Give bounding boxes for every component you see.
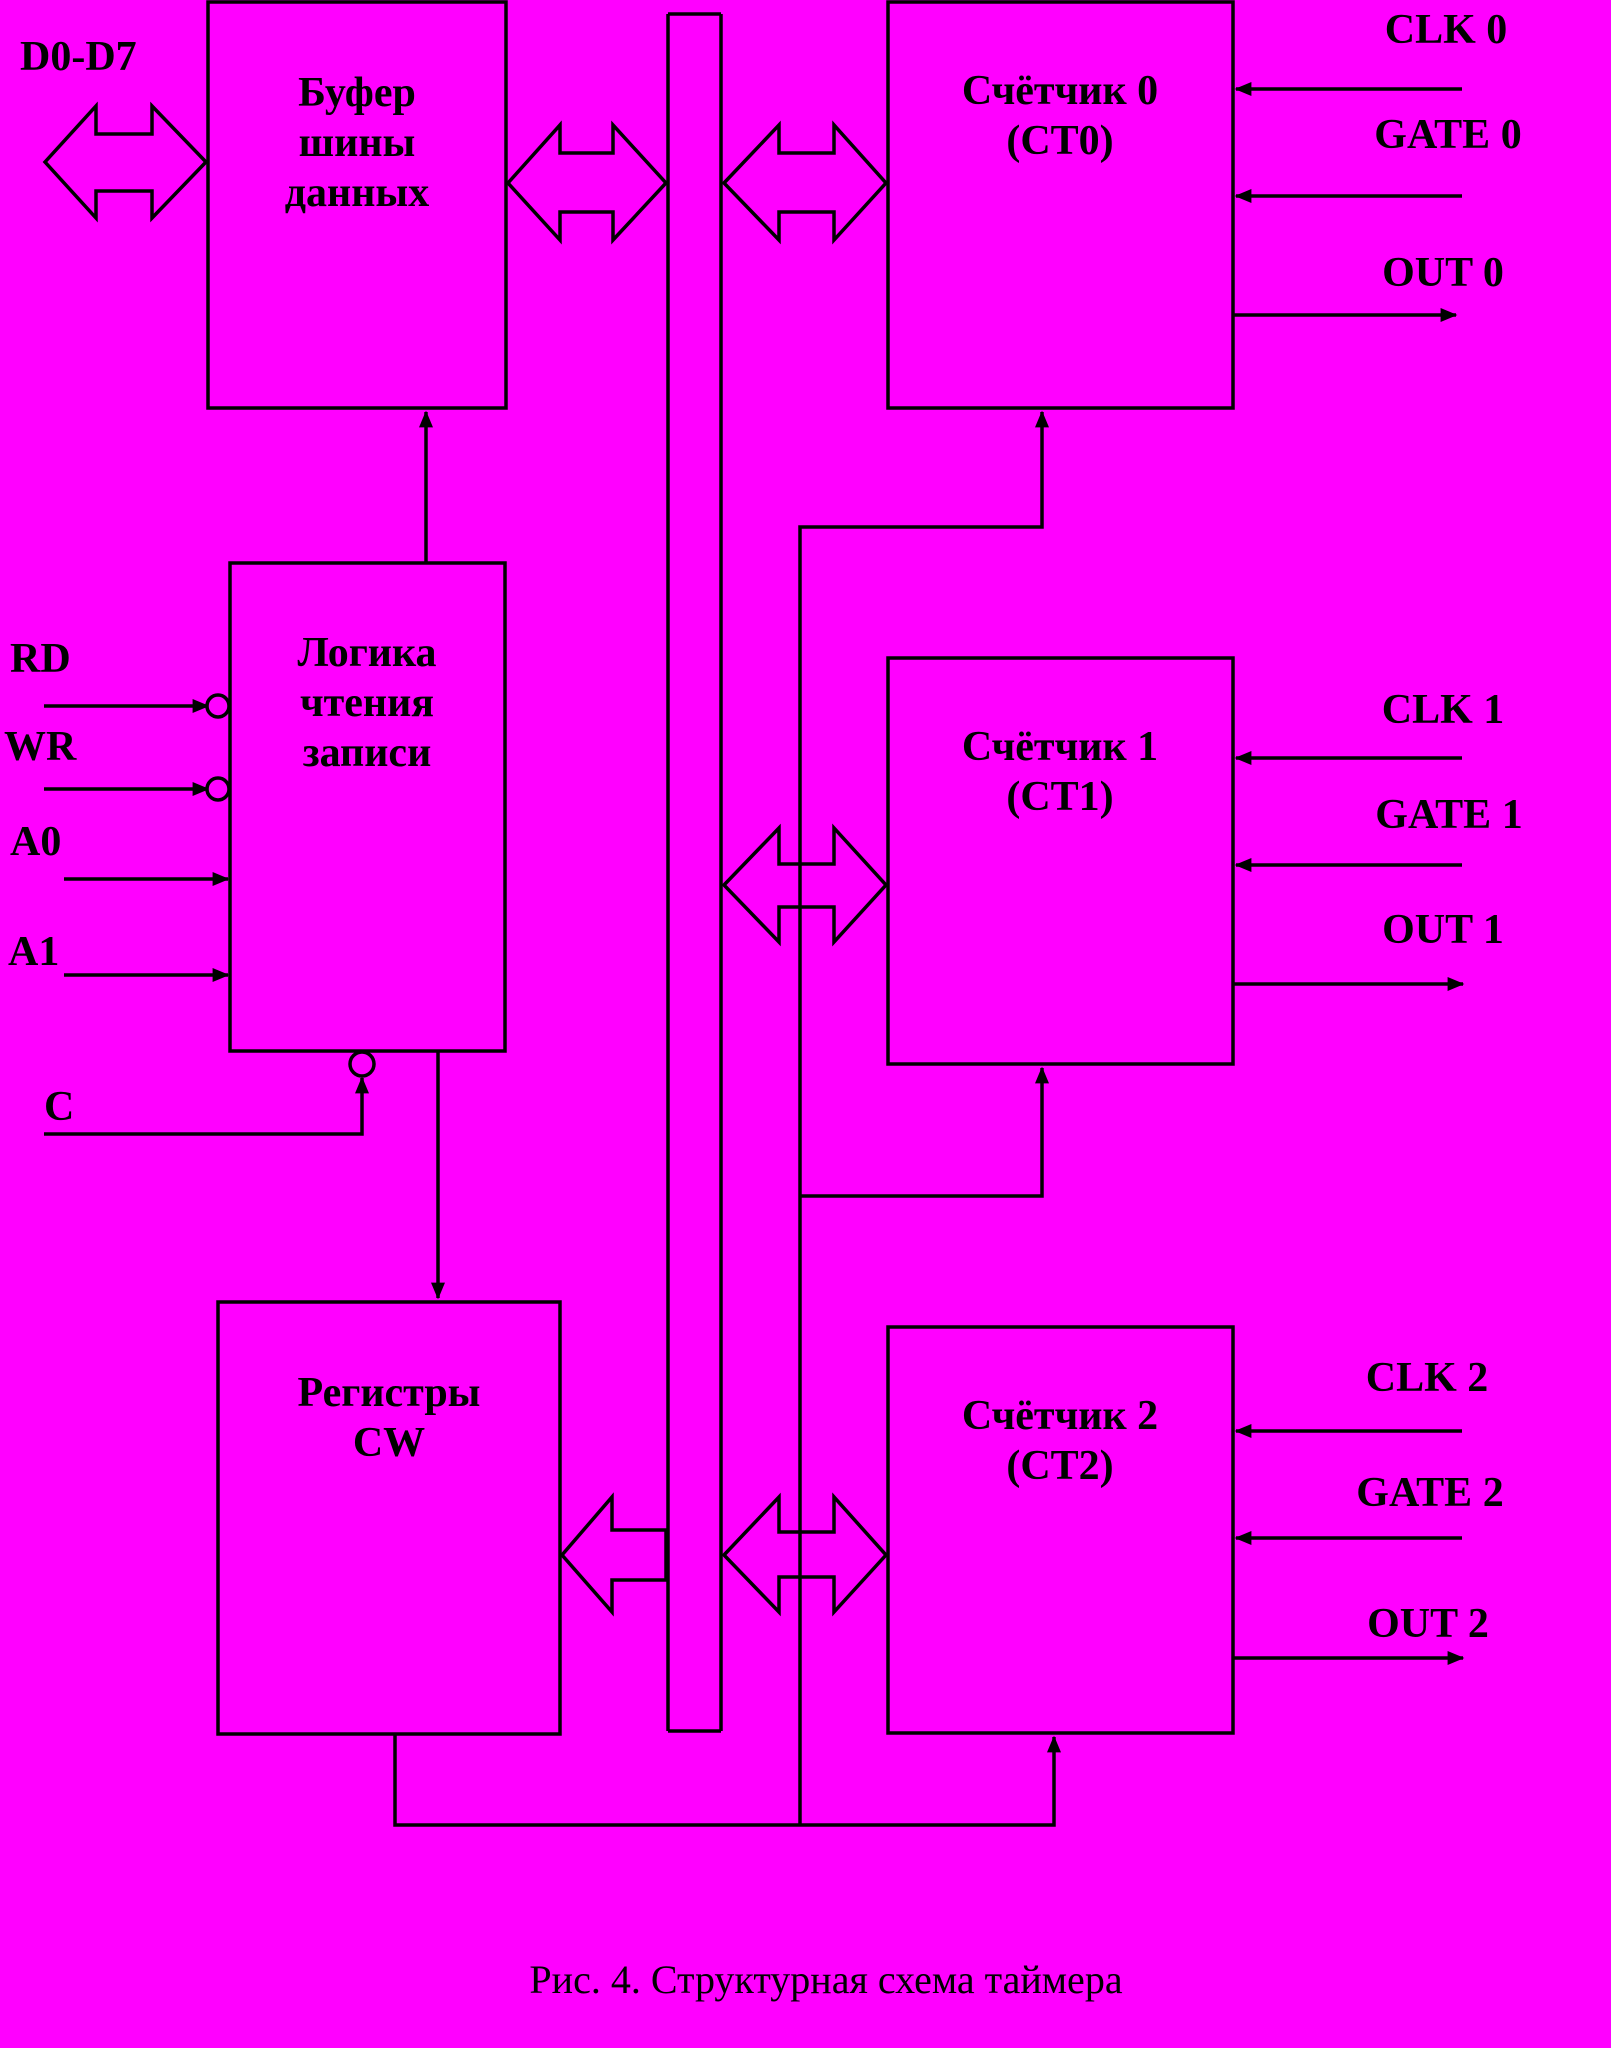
counter2-label-2: (СТ2) <box>1006 1443 1113 1489</box>
d0-d7-label: D0-D7 <box>20 34 137 80</box>
c-inversion-bubble <box>348 1050 376 1078</box>
buffer-label-1: Буфер <box>298 70 416 116</box>
out2-label: OUT 2 <box>1367 1601 1489 1647</box>
clk0-label: CLK 0 <box>1385 7 1508 53</box>
clk1-label: CLK 1 <box>1382 687 1505 733</box>
wr-label: WR <box>4 724 77 770</box>
rd-input <box>44 693 231 719</box>
rw-logic-label-1: Логика <box>297 630 436 676</box>
rd-label: RD <box>10 636 71 682</box>
a1-label: A1 <box>8 929 59 975</box>
counter-1-block: Счётчик 1 (СТ1) <box>886 656 1235 1066</box>
c-label: C <box>44 1084 74 1130</box>
rw-logic-label-2: чтения <box>300 680 434 726</box>
rd-inversion-bubble <box>205 693 231 719</box>
wr-inversion-bubble <box>205 776 231 802</box>
figure-caption: Рис. 4. Структурная схема таймера <box>529 1957 1122 2002</box>
counter0-label-1: Счётчик 0 <box>962 68 1158 114</box>
internal-data-bus <box>666 12 723 1733</box>
buffer-bus-double-arrow <box>505 120 669 245</box>
read-write-logic-block: Логика чтения записи <box>228 561 507 1053</box>
external-data-double-arrow <box>42 101 209 223</box>
control-word-registers-block: Регистры CW <box>216 1300 562 1736</box>
clk2-label: CLK 2 <box>1366 1355 1489 1401</box>
counter-0-block: Счётчик 0 (СТ0) <box>886 0 1235 410</box>
wr-input <box>44 776 231 802</box>
bus-counter0-double-arrow <box>721 120 889 245</box>
buffer-label-2: шины <box>299 120 416 166</box>
gate0-label: GATE 0 <box>1374 112 1521 158</box>
out0-label: OUT 0 <box>1382 250 1504 296</box>
registers-label-2: CW <box>353 1420 425 1466</box>
c-input <box>44 1050 376 1136</box>
buffer-label-3: данных <box>285 170 429 216</box>
counter1-label-1: Счётчик 1 <box>962 724 1158 770</box>
data-bus-buffer-block: Буфер шины данных <box>206 0 508 410</box>
out1-label: OUT 1 <box>1382 907 1504 953</box>
counter-control-lines <box>393 410 1061 1827</box>
counter0-label-2: (СТ0) <box>1006 118 1113 164</box>
bus-counter2-double-arrow <box>721 1492 889 1617</box>
gate2-label: GATE 2 <box>1356 1470 1503 1516</box>
bus-counter1-double-arrow <box>721 823 889 947</box>
counter1-label-2: (СТ1) <box>1006 774 1113 820</box>
registers-bus-double-arrow <box>559 1492 668 1617</box>
registers-label-1: Регистры <box>298 1370 481 1416</box>
a0-label: A0 <box>10 819 61 865</box>
counter2-label-1: Счётчик 2 <box>962 1393 1158 1439</box>
counter-2-block: Счётчик 2 (СТ2) <box>886 1325 1235 1735</box>
gate1-label: GATE 1 <box>1375 792 1522 838</box>
rw-logic-label-3: записи <box>303 730 432 776</box>
